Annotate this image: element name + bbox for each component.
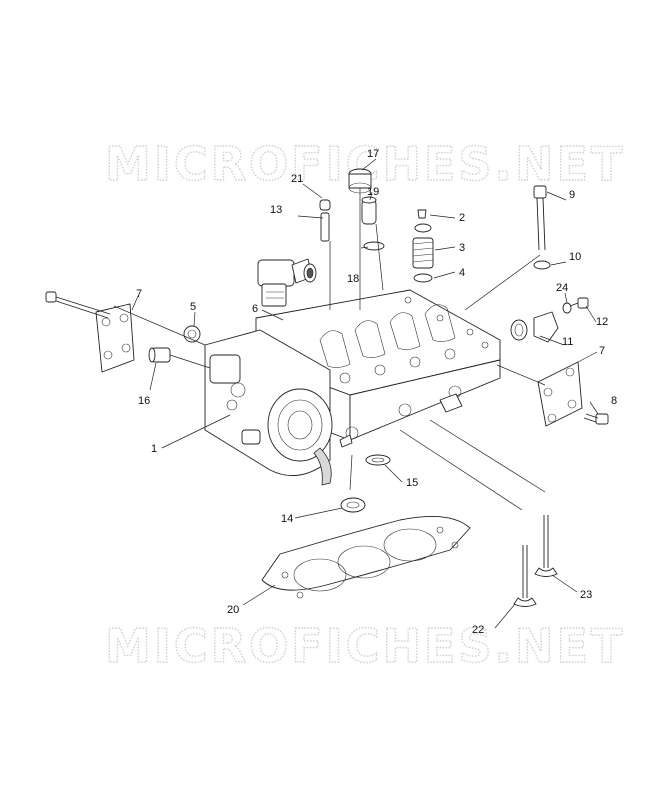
callout-12: 12 [596, 316, 608, 328]
cam-actuator-part-6[interactable] [257, 258, 317, 307]
callout-10: 10 [569, 251, 581, 263]
leader-lines [113, 158, 599, 629]
callout-24: 24 [556, 282, 568, 294]
callout-8: 8 [611, 395, 617, 407]
callout-9: 9 [569, 189, 575, 201]
bracket-left-part-7[interactable] [95, 303, 135, 373]
callout-5: 5 [190, 301, 196, 313]
callout-18: 18 [347, 273, 359, 285]
head-gasket-part-20[interactable] [261, 515, 471, 599]
valve-retainer-part-2b[interactable] [414, 223, 432, 233]
callout-6: 6 [252, 303, 258, 315]
bolt-part-8[interactable] [583, 413, 609, 425]
callout-22: 22 [472, 624, 484, 636]
o-ring-part-18[interactable] [363, 241, 385, 251]
washer-part-10[interactable] [533, 260, 551, 270]
callout-20: 20 [227, 604, 239, 616]
callout-1: 1 [151, 443, 157, 455]
dowel-part-16[interactable] [148, 347, 171, 363]
ring-part-24[interactable] [562, 302, 572, 314]
bracket-right-part-7[interactable] [537, 361, 583, 427]
callout-17: 17 [367, 148, 379, 160]
cam-towers [319, 296, 489, 384]
adjuster-part-19[interactable] [361, 196, 377, 225]
spring-seat-part-4[interactable] [413, 273, 433, 283]
callout-16: 16 [138, 395, 150, 407]
callout-14: 14 [281, 513, 293, 525]
valve-lock-part-2[interactable] [417, 209, 427, 219]
callout-3: 3 [459, 242, 465, 254]
guide-part-13[interactable] [320, 212, 330, 242]
callout-19: 19 [367, 186, 379, 198]
seal-part-15[interactable] [365, 454, 391, 466]
seal-part-14[interactable] [340, 497, 366, 513]
cap-part-21[interactable] [319, 199, 331, 211]
callout-7-right: 7 [599, 345, 605, 357]
callout-21: 21 [291, 173, 303, 185]
screw-part-12[interactable] [569, 297, 589, 309]
head-bolt-part-9[interactable] [533, 185, 547, 251]
callout-15: 15 [406, 477, 418, 489]
callout-23: 23 [580, 589, 592, 601]
valve-part-22[interactable] [513, 545, 537, 607]
callout-11: 11 [562, 336, 573, 348]
watermark-bottom: MICROFICHES.NET [105, 619, 625, 673]
valve-part-23[interactable] [534, 515, 558, 577]
cylinder-head[interactable] [204, 289, 501, 486]
bolt-left[interactable] [45, 291, 111, 319]
callout-numbers: 1 2 3 4 5 6 7 7 8 9 10 11 12 13 14 15 16… [136, 148, 617, 636]
callout-4: 4 [459, 267, 465, 279]
callout-2: 2 [459, 212, 465, 224]
callout-7-left: 7 [136, 288, 142, 300]
callout-13: 13 [270, 204, 282, 216]
housing-part-11[interactable] [510, 311, 559, 343]
valve-spring-part-3[interactable] [412, 237, 434, 269]
